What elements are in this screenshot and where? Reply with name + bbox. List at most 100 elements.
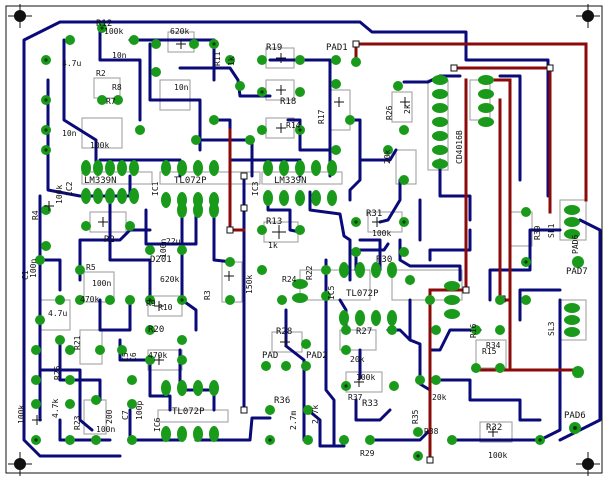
- label-100k-c: 100k: [356, 373, 375, 382]
- label-100n-a: 100n: [96, 425, 115, 434]
- label-ic1-ref: IC1: [151, 181, 160, 196]
- label-r35: R35: [411, 409, 420, 424]
- label-100n-c: 100n: [159, 239, 168, 258]
- label-r7: R7: [106, 97, 116, 106]
- label-r22: R22: [305, 265, 314, 280]
- pads: [31, 23, 584, 461]
- label-r8: R8: [112, 83, 122, 92]
- label-r13-value: 1k: [268, 241, 278, 250]
- label-r9: R9: [146, 299, 156, 308]
- label-r36: R36: [274, 396, 290, 406]
- label-r27-top-value: 20k: [383, 149, 392, 164]
- label-100k-e: 100k: [90, 141, 109, 150]
- label-pad-ra: PAD: [262, 351, 278, 361]
- label-c6: C6: [129, 352, 138, 362]
- label-r14: R14: [286, 121, 301, 130]
- label-r5: R5: [86, 263, 96, 272]
- label-r29: R29: [360, 449, 375, 458]
- label-20k: 20k: [432, 393, 447, 402]
- label-47u-a: 4.7u: [62, 59, 81, 68]
- label-1k: 1k: [227, 56, 236, 66]
- label-ic-cd4016: CD4016B: [455, 130, 464, 164]
- label-r2: R2: [104, 235, 115, 245]
- label-r27-value: 20k: [350, 355, 365, 364]
- label-100n-b: 100n: [92, 279, 111, 288]
- label-r13: R13: [266, 217, 282, 227]
- label-r33: R33: [362, 399, 378, 409]
- label-22u: 22u: [166, 237, 181, 246]
- label-r25: R25: [53, 365, 62, 380]
- label-27m: 2.7m: [289, 411, 298, 430]
- silkscreen-labels: R13 1k R19 R31 R30 R33 R32 100k R36 2.7k…: [17, 19, 588, 460]
- component-origins: [32, 39, 498, 437]
- label-r38: R38: [424, 427, 439, 436]
- label-r27: R27: [356, 327, 372, 337]
- label-r26: R26: [385, 105, 394, 120]
- label-r3: R3: [203, 290, 212, 300]
- label-r4: R4: [31, 210, 40, 220]
- label-ic5: TL072P: [346, 289, 379, 299]
- board-outline: [5, 5, 603, 474]
- label-pad1: PAD1: [326, 43, 348, 53]
- label-r15: R15: [482, 347, 497, 356]
- label-d201: D201: [150, 255, 172, 265]
- label-r18: R18: [280, 97, 296, 107]
- label-150k: 150k: [245, 275, 254, 294]
- label-c1-value: 100n: [29, 259, 38, 278]
- label-r28: R28: [276, 327, 292, 337]
- mounting-hole-top-left: [8, 4, 32, 28]
- label-r21: R21: [73, 335, 82, 350]
- label-r20: R20: [148, 325, 164, 335]
- label-r36-value: 2.7k: [311, 405, 320, 424]
- label-r39: R39: [533, 225, 542, 240]
- label-r12: R12: [96, 19, 112, 29]
- label-620k-b: 620k: [160, 275, 179, 284]
- mounting-hole-top-right: [576, 4, 600, 28]
- label-100k-f: 100k: [104, 27, 123, 36]
- label-r37: R37: [348, 393, 363, 402]
- mounting-hole-bottom-left: [8, 452, 32, 476]
- label-ic3-ref: IC3: [251, 181, 260, 196]
- label-100k-d: 100k: [372, 229, 391, 238]
- label-sl1: SL1: [547, 223, 556, 238]
- label-470k: 470k: [80, 295, 99, 304]
- label-pad2: PAD2: [306, 351, 328, 361]
- label-c7: C7: [121, 410, 130, 420]
- label-ic4: LM339N: [274, 176, 307, 186]
- label-200: 200: [105, 409, 114, 424]
- label-47u-b: 4.7u: [48, 309, 67, 318]
- label-pad6: PAD6: [564, 411, 586, 421]
- label-r19: R19: [266, 43, 282, 53]
- label-r17: R17: [317, 109, 326, 124]
- label-r30: R30: [376, 255, 392, 265]
- label-4k7: 4.7k: [51, 399, 60, 418]
- label-r23: R23: [73, 415, 82, 430]
- label-r32-value: 100k: [488, 451, 507, 460]
- label-ic6: TL072P: [172, 407, 205, 417]
- label-ic3: TL072P: [174, 176, 207, 186]
- label-2k: 2k: [403, 104, 412, 114]
- label-100k-b: 100k: [17, 405, 26, 424]
- label-620k-a: 620k: [170, 27, 189, 36]
- label-100p: 100p: [135, 401, 144, 420]
- label-10n-a: 10n: [62, 129, 77, 138]
- label-100k-a: 100k: [55, 185, 64, 204]
- label-r31: R31: [366, 209, 382, 219]
- label-c5: C5: [121, 352, 130, 362]
- label-r32: R32: [486, 423, 502, 433]
- label-sl3: SL3: [547, 321, 556, 336]
- label-r11: R11: [213, 51, 222, 66]
- label-ic5-ref: IC5: [327, 285, 336, 300]
- label-pad7: PAD7: [566, 267, 588, 277]
- label-ic1: LM339N: [84, 176, 117, 186]
- label-r10: R10: [158, 303, 173, 312]
- label-pad-c: PAD6: [571, 235, 580, 254]
- label-10n-c: 10n: [112, 51, 127, 60]
- label-r34: R34: [486, 341, 501, 350]
- label-ic6-ref: IC6: [153, 417, 162, 432]
- label-r2b: R2: [96, 69, 106, 78]
- label-ic2-ref: IC2: [65, 181, 74, 196]
- mounting-hole-bottom-right: [576, 452, 600, 476]
